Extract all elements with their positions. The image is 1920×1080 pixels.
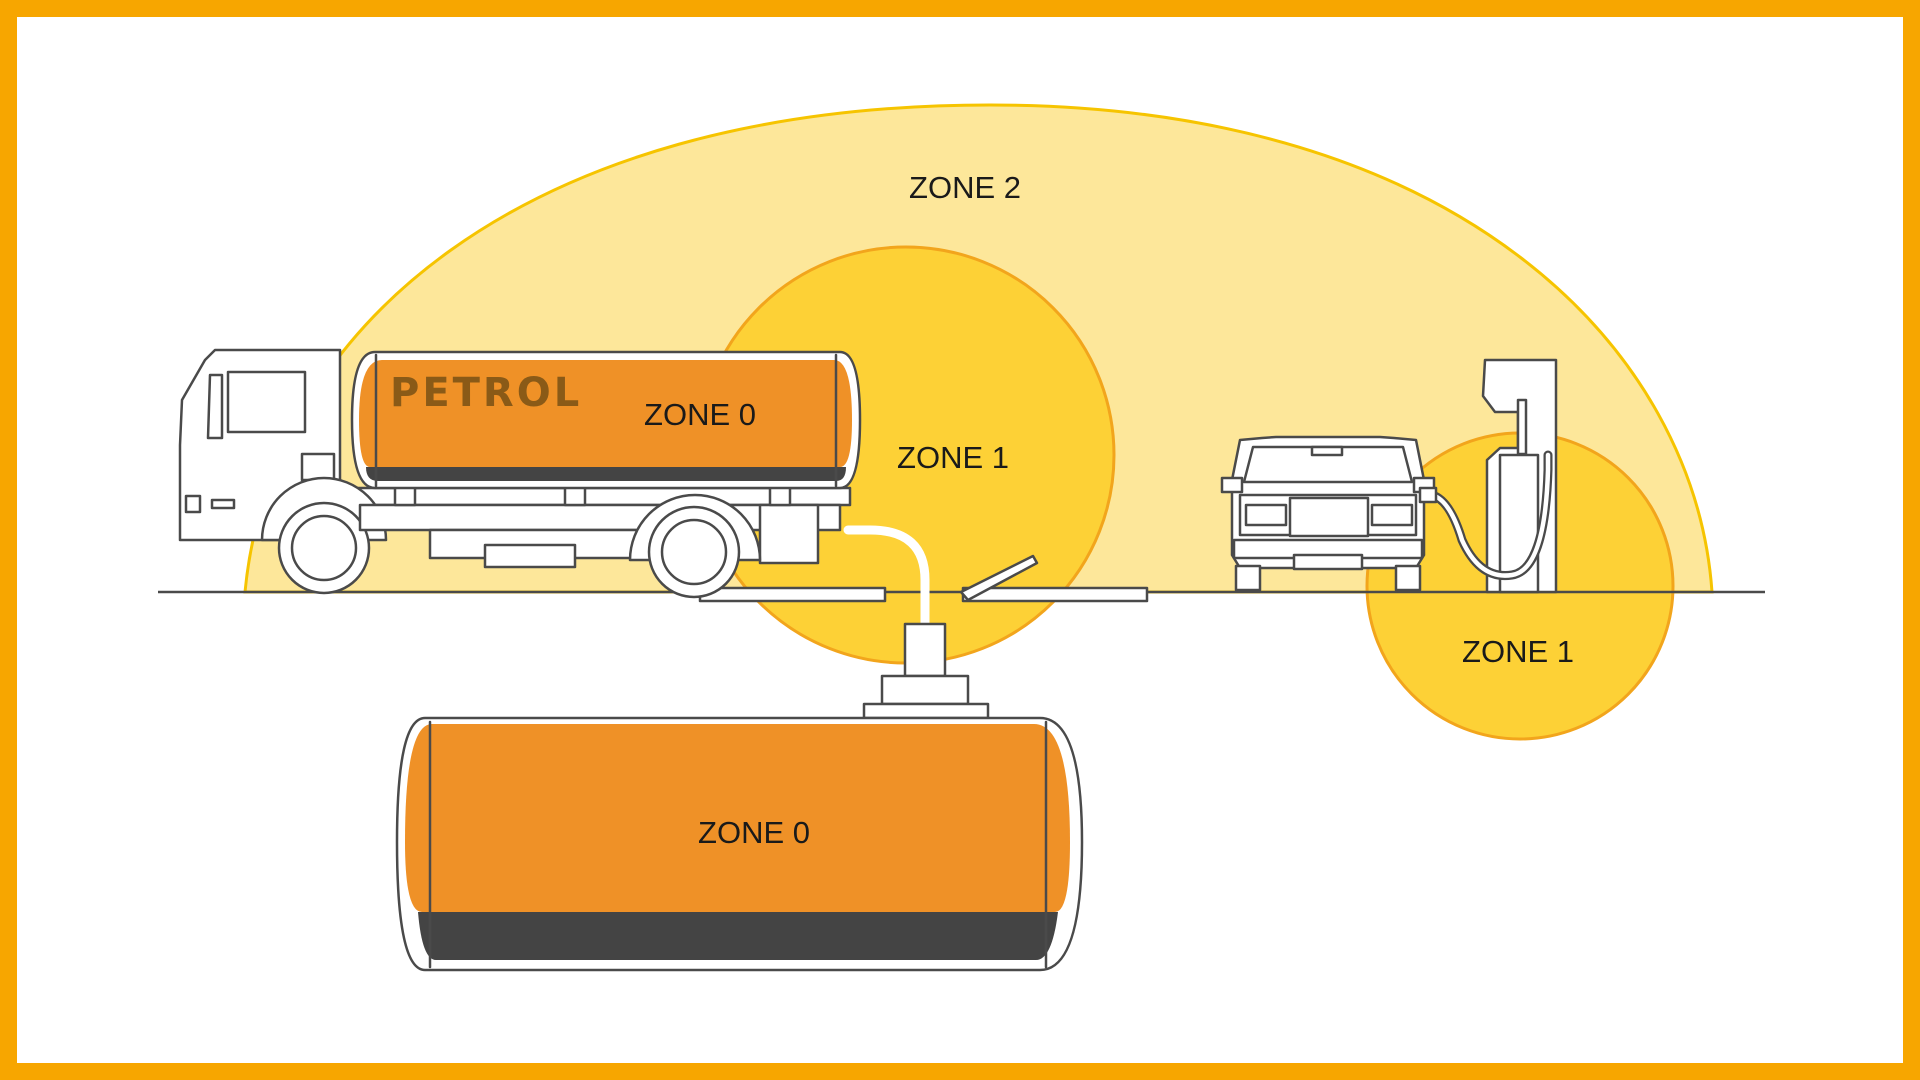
tanker-truck (178, 348, 862, 599)
tanker-brand-label: PETROL (390, 370, 582, 416)
tanker-bottom-fill (366, 467, 846, 481)
underground-bottom-fill (418, 912, 1058, 960)
manhole-covers (698, 554, 1149, 603)
zone1-tanker-label: ZONE 1 (897, 440, 1009, 475)
delivery-hose (843, 525, 990, 720)
zone0-tanker-label: ZONE 0 (644, 397, 756, 432)
car (1220, 435, 1436, 592)
tanker-zone0-fill (359, 360, 852, 467)
fuel-pump (1418, 358, 1558, 594)
underground-tank (395, 716, 1084, 972)
zone0-underground-label: ZONE 0 (698, 815, 810, 850)
zone1-pump-label: ZONE 1 (1462, 634, 1574, 669)
underground-zone0-fill (405, 724, 1070, 912)
zone2-label: ZONE 2 (909, 170, 1021, 205)
